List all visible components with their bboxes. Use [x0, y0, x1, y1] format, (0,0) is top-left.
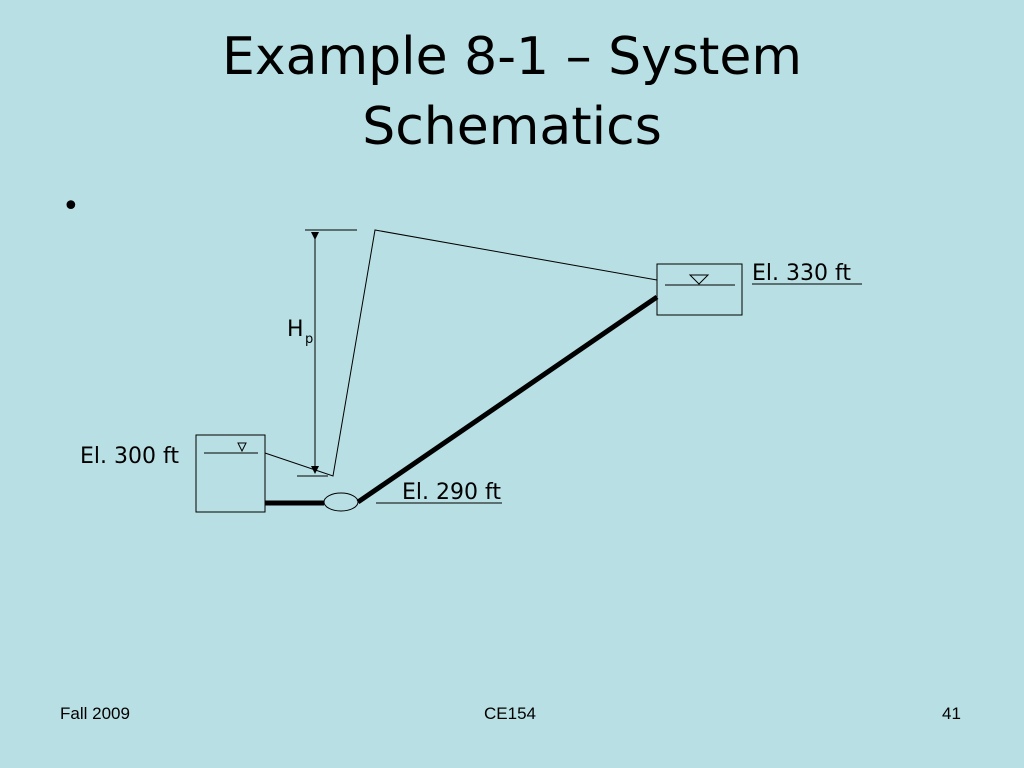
lower-reservoir [195, 434, 266, 513]
hp-subscript: p [305, 332, 313, 347]
pump-icon [323, 492, 359, 512]
bullet-point: • [62, 189, 80, 224]
upper-water-level-icon [688, 274, 710, 285]
title-line-1: Example 8-1 – System [221, 27, 803, 87]
lower-water-level-icon [237, 442, 247, 453]
pump-elevation-label: El. 290 ft [402, 480, 501, 505]
energy-grade-line [264, 229, 658, 477]
footer-page-number: 41 [942, 704, 961, 723]
title-line-2: Schematics [362, 97, 662, 157]
slide-title: Example 8-1 – System Schematics [0, 22, 1024, 162]
upper-elevation-label: El. 330 ft [752, 261, 851, 286]
discharge-pipe [356, 294, 659, 505]
hp-label: H [287, 317, 304, 342]
lower-elevation-label: El. 300 ft [80, 444, 179, 469]
footer-date: Fall 2009 [60, 704, 130, 723]
upper-reservoir [656, 263, 743, 316]
footer-course: CE154 [484, 704, 536, 723]
